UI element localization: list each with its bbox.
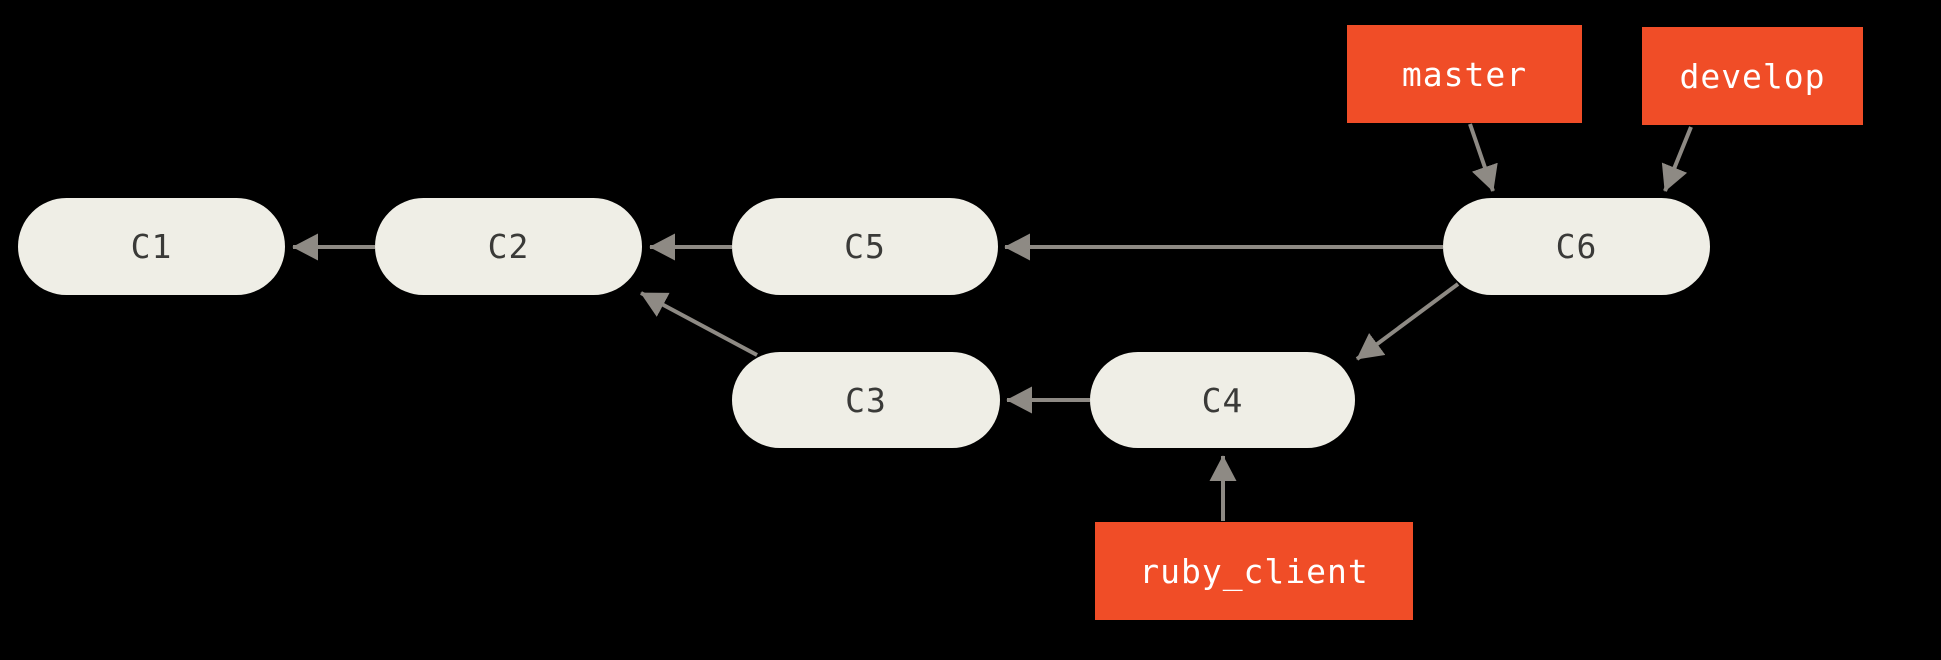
commit-label: C3: [845, 380, 887, 420]
branch-name: develop: [1679, 56, 1826, 96]
branch-name: ruby_client: [1139, 551, 1369, 591]
commit-node-c4: C4: [1090, 352, 1355, 448]
commit-node-c2: C2: [375, 198, 642, 295]
commit-node-c1: C1: [18, 198, 285, 295]
commit-label: C6: [1555, 227, 1598, 266]
arrow-master-to-c6: [1468, 123, 1498, 192]
branch-label-master: master: [1347, 25, 1582, 123]
commit-node-c3: C3: [732, 352, 1000, 448]
commit-label: C4: [1201, 380, 1244, 420]
commit-node-c5: C5: [732, 198, 998, 295]
arrow-c6-to-c4: [1355, 282, 1460, 361]
commit-label: C5: [844, 227, 886, 266]
arrow-develop-to-c6: [1661, 126, 1693, 192]
commit-node-c6: C6: [1443, 198, 1710, 295]
arrow-c3-to-c2: [640, 291, 758, 357]
branch-name: master: [1401, 54, 1528, 94]
branch-label-ruby-client: ruby_client: [1095, 522, 1413, 620]
branch-label-develop: develop: [1642, 27, 1863, 125]
commit-label: C2: [487, 227, 530, 266]
commit-label: C1: [130, 227, 173, 266]
